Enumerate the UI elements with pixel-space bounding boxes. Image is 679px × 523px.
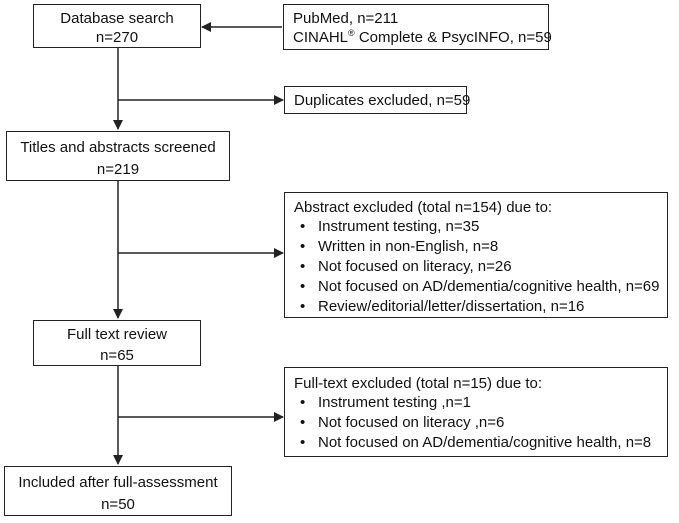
sources-box: PubMed, n=211 CINAHL® Complete & PsycINF… xyxy=(283,4,552,50)
source-cinahl-psycinfo: CINAHL® Complete & PsycINFO, n=59 xyxy=(293,28,552,47)
abstract-excluded-box: Abstract excluded (total n=154) due to: … xyxy=(284,192,668,318)
list-item: Not focused on AD/dementia/cognitive hea… xyxy=(294,433,667,453)
list-item: Instrument testing, n=35 xyxy=(294,217,667,237)
full-text-review-box: Full text review n=65 xyxy=(33,320,201,366)
screened-count: n=219 xyxy=(96,161,140,178)
included-title: Included after full-assessment xyxy=(18,474,218,491)
registered-mark: ® xyxy=(348,28,355,38)
source-cinahl-name: CINAHL xyxy=(293,29,349,46)
fulltext-excluded-box: Full-text excluded (total n=15) due to: … xyxy=(284,367,668,457)
fulltext-excluded-heading: Full-text excluded (total n=15) due to: xyxy=(294,375,543,392)
full-text-review-count: n=65 xyxy=(100,347,134,364)
duplicates-text: Duplicates excluded, n=59 xyxy=(294,92,471,109)
list-item: Not focused on literacy, n=26 xyxy=(294,257,667,277)
database-search-count: n=270 xyxy=(95,29,139,46)
list-item: Not focused on literacy ,n=6 xyxy=(294,413,667,433)
source-cinahl-rest: Complete & PsycINFO, n=59 xyxy=(354,29,552,46)
list-item: Written in non-English, n=8 xyxy=(294,237,667,257)
fulltext-excluded-list: Instrument testing ,n=1 Not focused on l… xyxy=(294,393,667,453)
list-item: Not focused on AD/dementia/cognitive hea… xyxy=(294,277,667,297)
database-search-box: Database search n=270 xyxy=(33,4,201,48)
full-text-review-title: Full text review xyxy=(66,326,168,343)
abstract-excluded-list: Instrument testing, n=35 Written in non-… xyxy=(294,217,667,317)
abstract-excluded-heading: Abstract excluded (total n=154) due to: xyxy=(294,199,553,216)
list-item: Instrument testing ,n=1 xyxy=(294,393,667,413)
source-pubmed: PubMed, n=211 xyxy=(293,10,399,27)
duplicates-box: Duplicates excluded, n=59 xyxy=(284,86,471,114)
screened-box: Titles and abstracts screened n=219 xyxy=(6,131,230,181)
included-box: Included after full-assessment n=50 xyxy=(4,466,232,516)
list-item: Review/editorial/letter/dissertation, n=… xyxy=(294,297,667,317)
included-count: n=50 xyxy=(101,496,135,513)
screened-title: Titles and abstracts screened xyxy=(20,139,216,156)
database-search-title: Database search xyxy=(60,10,174,27)
